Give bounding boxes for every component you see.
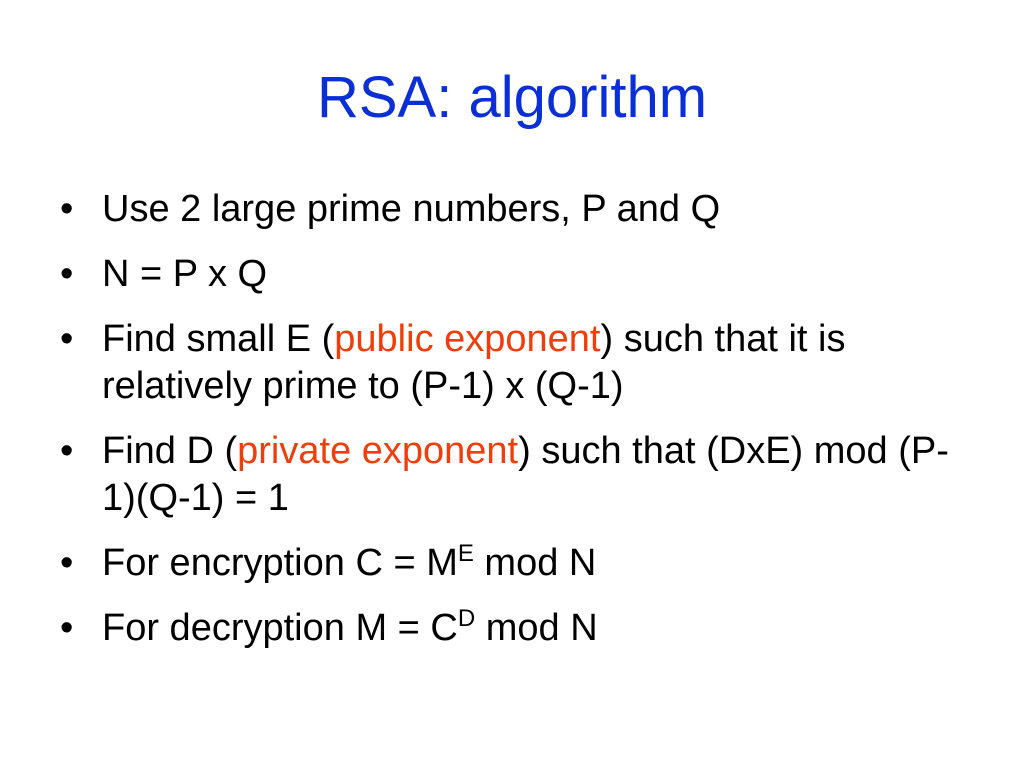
private-exponent-highlight: private exponent bbox=[237, 430, 519, 472]
bullet-item-private-exponent: Find D (private exponent) such that (DxE… bbox=[60, 428, 960, 522]
bullet-text: Use 2 large prime numbers, P and Q bbox=[102, 188, 721, 230]
bullet-text-before: For decryption M = C bbox=[102, 607, 458, 649]
bullet-text-after: ) such that (DxE) mod (P-1)(Q-1) = 1 bbox=[102, 430, 949, 519]
bullet-item-prime-numbers: Use 2 large prime numbers, P and Q bbox=[60, 186, 960, 233]
bullet-text: N = P x Q bbox=[102, 253, 268, 295]
bullet-item-encryption: For encryption C = ME mod N bbox=[60, 540, 960, 587]
bullet-text-after: mod N bbox=[475, 607, 598, 649]
bullet-text-before: Find D ( bbox=[102, 430, 238, 472]
decryption-exponent: D bbox=[457, 605, 476, 632]
bullet-item-modulus: N = P x Q bbox=[60, 251, 960, 298]
bullet-list: Use 2 large prime numbers, P and Q N = P… bbox=[60, 186, 960, 670]
encryption-exponent: E bbox=[457, 540, 474, 567]
bullet-text-after: ) such that it is relatively prime to (P… bbox=[102, 318, 846, 407]
bullet-item-public-exponent: Find small E (public exponent) such that… bbox=[60, 316, 960, 410]
slide-title: RSA: algorithm bbox=[316, 65, 708, 130]
bullet-text-before: Find small E ( bbox=[102, 318, 335, 360]
bullet-item-decryption: For decryption M = CD mod N bbox=[60, 605, 960, 652]
public-exponent-highlight: public exponent bbox=[334, 318, 601, 360]
bullet-text-after: mod N bbox=[473, 542, 597, 584]
bullet-text-before: For encryption C = M bbox=[102, 542, 458, 584]
